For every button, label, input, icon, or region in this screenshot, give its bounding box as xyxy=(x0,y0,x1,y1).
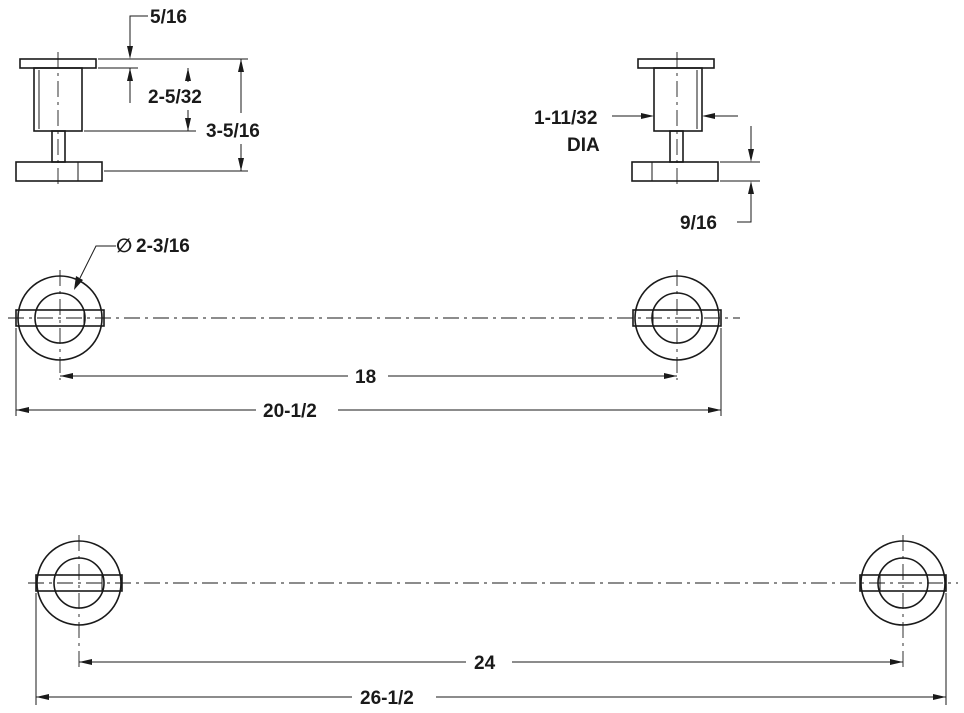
dim-18-arrow-left xyxy=(60,373,73,379)
side-view-right-flange xyxy=(637,58,715,69)
dim-5-16-arrow-bottom xyxy=(127,68,133,81)
dim-2-5-32-arrow-top xyxy=(185,68,191,81)
front-view-18: ∅ 2-3/16 18 20-1/2 xyxy=(8,236,740,422)
dim-2-3-16-arrow xyxy=(74,276,83,290)
dim-18-label: 18 xyxy=(355,367,376,388)
dim-5-16-arrow-top xyxy=(127,46,133,59)
dim-2-5-32-label: 2-5/32 xyxy=(148,87,202,108)
dim-1-11-32-label: 1-11/32 xyxy=(534,108,597,129)
side-view-right-bar xyxy=(631,161,719,182)
side-view-right-post xyxy=(653,67,703,132)
dim-26-1-2-label: 26-1/2 xyxy=(360,688,414,709)
dim-1-11-32-arrow-left xyxy=(641,113,654,119)
dim-5-16-label: 5/16 xyxy=(150,7,187,28)
front-view-24: 24 26-1/2 xyxy=(28,535,958,709)
dim-18-arrow-right xyxy=(664,373,677,379)
dim-5-16-leader xyxy=(129,15,148,47)
dim-9-16-line-bottom xyxy=(737,193,752,223)
dim-9-16-label: 9/16 xyxy=(680,213,717,234)
side-view-left: 5/16 2-5/32 3-5/16 xyxy=(15,7,260,186)
dim-1-11-32-arrow-right xyxy=(702,113,715,119)
dim-9-16-arrow-top xyxy=(748,149,754,162)
side-view-bar xyxy=(15,161,103,182)
side-view-stem xyxy=(51,130,66,163)
dim-3-5-16-label: 3-5/16 xyxy=(206,121,260,142)
side-view-right: 1-11/32 DIA 9/16 xyxy=(534,52,760,234)
dim-20-arrow-left xyxy=(16,407,29,413)
dim-26-arrow-left xyxy=(36,694,49,700)
dim-26-arrow-right xyxy=(933,694,946,700)
dim-2-3-16-leader xyxy=(79,245,116,279)
dim-2-3-16-label: 2-3/16 xyxy=(136,236,190,257)
dim-20-arrow-right xyxy=(708,407,721,413)
dim-24-arrow-right xyxy=(890,659,903,665)
dim-3-5-16-arrow-top xyxy=(238,59,244,72)
side-view-right-stem xyxy=(669,130,684,163)
dim-20-1-2-label: 20-1/2 xyxy=(263,401,317,422)
dim-2-5-32-arrow-bottom xyxy=(185,118,191,131)
dim-diameter-symbol: ∅ xyxy=(116,236,132,257)
dim-24-arrow-left xyxy=(79,659,92,665)
dim-9-16-arrow-bottom xyxy=(748,181,754,194)
dim-dia-label: DIA xyxy=(567,135,600,156)
dim-3-5-16-arrow-bottom xyxy=(238,158,244,171)
dim-24-label: 24 xyxy=(474,653,496,674)
